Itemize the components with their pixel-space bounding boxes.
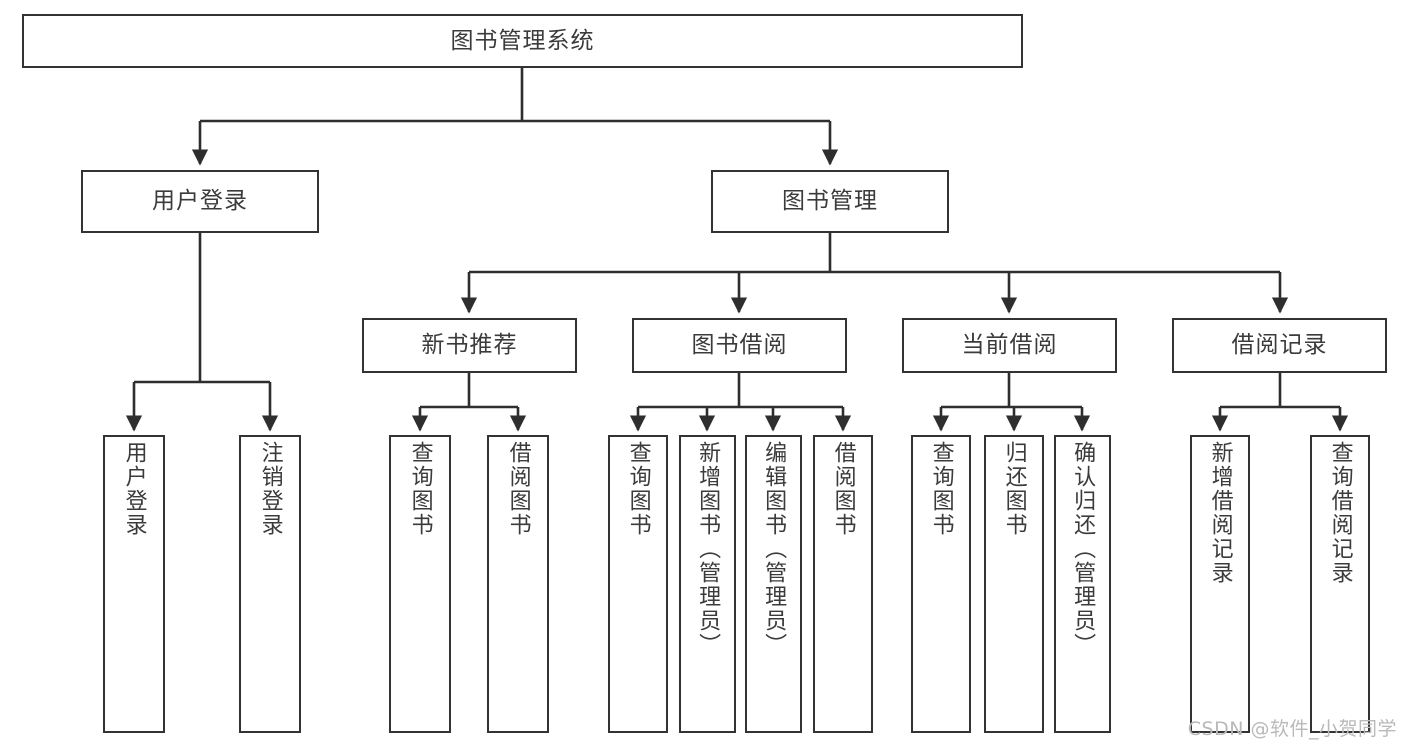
leaf-query-book-borrow[interactable]: 查询图书 bbox=[608, 435, 668, 733]
leaf-add-book-label: 新增图书（管理员） bbox=[695, 441, 721, 657]
leaf-add-book[interactable]: 新增图书（管理员） bbox=[679, 435, 736, 733]
leaf-query-book-cur-label: 查询图书 bbox=[928, 441, 954, 537]
node-book-borrow[interactable]: 图书借阅 bbox=[632, 318, 847, 373]
leaf-borrow-book-rec[interactable]: 借阅图书 bbox=[487, 435, 549, 733]
leaf-query-book-cur[interactable]: 查询图书 bbox=[911, 435, 971, 733]
leaf-return-book-label: 归还图书 bbox=[1001, 441, 1027, 537]
leaf-add-record[interactable]: 新增借阅记录 bbox=[1190, 435, 1250, 733]
leaf-query-book-rec[interactable]: 查询图书 bbox=[389, 435, 451, 733]
watermark: CSDN @软件_小贺同学 bbox=[1187, 718, 1397, 740]
node-root-label: 图书管理系统 bbox=[450, 27, 595, 54]
leaf-logout[interactable]: 注销登录 bbox=[239, 435, 301, 733]
leaf-query-book-borrow-label: 查询图书 bbox=[625, 441, 651, 537]
node-current-borrow-label: 当前借阅 bbox=[961, 332, 1058, 358]
leaf-borrow-book[interactable]: 借阅图书 bbox=[813, 435, 873, 733]
node-user-login-label: 用户登录 bbox=[152, 188, 248, 214]
leaf-borrow-book-label: 借阅图书 bbox=[830, 441, 856, 537]
node-borrow-record-label: 借阅记录 bbox=[1231, 332, 1328, 358]
node-book-manage-label: 图书管理 bbox=[782, 188, 878, 214]
leaf-return-book[interactable]: 归还图书 bbox=[984, 435, 1044, 733]
node-book-borrow-label: 图书借阅 bbox=[691, 332, 788, 358]
node-current-borrow[interactable]: 当前借阅 bbox=[902, 318, 1117, 373]
node-new-book-recommend[interactable]: 新书推荐 bbox=[362, 318, 577, 373]
leaf-add-record-label: 新增借阅记录 bbox=[1207, 441, 1233, 585]
leaf-edit-book[interactable]: 编辑图书（管理员） bbox=[745, 435, 802, 733]
leaf-user-login-label: 用户登录 bbox=[121, 441, 147, 537]
node-user-login[interactable]: 用户登录 bbox=[81, 170, 319, 233]
node-book-manage[interactable]: 图书管理 bbox=[711, 170, 949, 233]
node-borrow-record[interactable]: 借阅记录 bbox=[1172, 318, 1387, 373]
node-root[interactable]: 图书管理系统 bbox=[22, 14, 1023, 68]
leaf-borrow-book-rec-label: 借阅图书 bbox=[505, 441, 531, 537]
leaf-query-book-rec-label: 查询图书 bbox=[407, 441, 433, 537]
node-new-book-recommend-label: 新书推荐 bbox=[421, 332, 518, 358]
leaf-query-record-label: 查询借阅记录 bbox=[1327, 441, 1353, 585]
leaf-edit-book-label: 编辑图书（管理员） bbox=[761, 441, 787, 657]
leaf-user-login[interactable]: 用户登录 bbox=[103, 435, 165, 733]
leaf-logout-label: 注销登录 bbox=[257, 441, 283, 537]
leaf-query-record[interactable]: 查询借阅记录 bbox=[1310, 435, 1370, 733]
leaf-confirm-return-label: 确认归还（管理员） bbox=[1070, 441, 1096, 657]
leaf-confirm-return[interactable]: 确认归还（管理员） bbox=[1054, 435, 1111, 733]
